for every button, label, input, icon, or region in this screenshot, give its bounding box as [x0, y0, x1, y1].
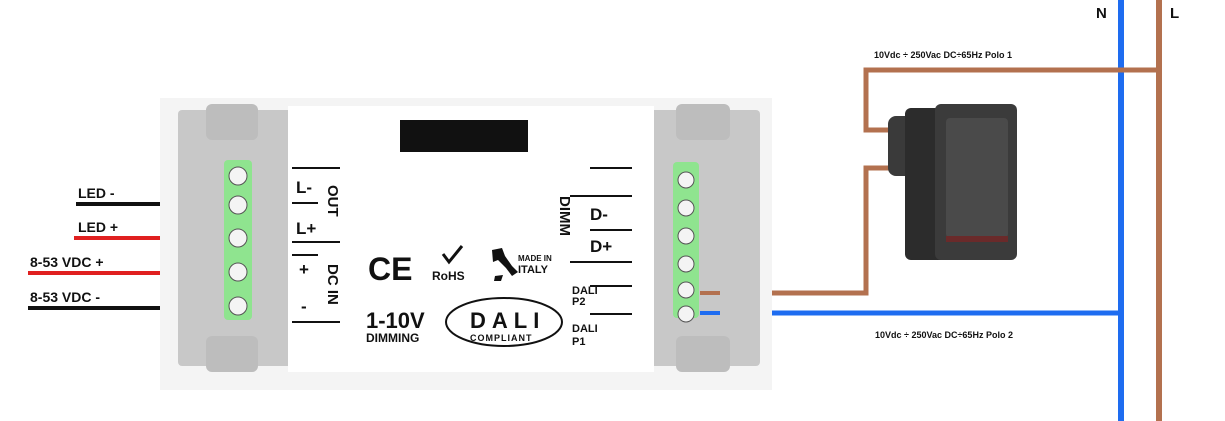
led-negative-label: LED -	[78, 185, 115, 201]
vdc-positive-wire	[28, 271, 206, 275]
led-positive-wire	[74, 236, 206, 240]
neutral-wire	[1118, 0, 1124, 421]
polo1-label: 10Vdc ÷ 250Vac DC÷65Hz Polo 1	[874, 50, 1012, 60]
italy-label: ITALY	[518, 264, 549, 276]
live-wire	[1156, 0, 1162, 421]
out-label: OUT	[324, 185, 341, 217]
neutral-label: N	[1096, 5, 1107, 22]
blue-terminal-stub	[700, 311, 720, 315]
led-negative-wire	[76, 202, 206, 206]
italy-map-icon	[492, 248, 518, 281]
dcin-label: DC IN	[324, 264, 341, 305]
live-label: L	[1170, 5, 1179, 22]
out-terminal-l-plus: L+	[296, 219, 316, 238]
dali-compliant: COMPLIANT	[470, 333, 533, 343]
rohs-check-icon	[441, 245, 464, 265]
dali-logo-badge	[445, 297, 563, 347]
dali-p2-line2: P2	[572, 296, 585, 308]
switch-return-wire	[718, 165, 905, 296]
dcin-terminal-plus: +	[299, 260, 309, 279]
right-marking-lines	[570, 167, 632, 315]
dali-p1-line1: DALI	[572, 323, 598, 335]
vdc-negative-wire	[28, 306, 206, 310]
dimm-label: DIMM	[556, 196, 573, 236]
dimm-terminal-d-plus: D+	[590, 237, 612, 256]
vdc-positive-label: 8-53 VDC +	[30, 254, 104, 270]
brown-terminal-stub	[700, 291, 720, 295]
dimming-title: 1-10V	[366, 308, 425, 333]
vdc-negative-label: 8-53 VDC -	[30, 289, 100, 305]
rohs-mark: RoHS	[432, 269, 465, 283]
polo2-label: 10Vdc ÷ 250Vac DC÷65Hz Polo 2	[875, 330, 1013, 340]
led-positive-label: LED +	[78, 219, 118, 235]
left-terminal-block	[224, 160, 252, 320]
dcin-terminal-minus: -	[301, 297, 307, 316]
dali-logo: DALI	[470, 308, 545, 333]
dali-p2-line1: DALI	[572, 285, 598, 297]
dimming-subtitle: DIMMING	[366, 331, 419, 345]
push-button-switch	[888, 104, 1017, 260]
right-terminal-block	[673, 162, 699, 323]
switch-feed-wire	[863, 67, 1159, 133]
left-marking-lines	[292, 167, 340, 323]
dali-p1-line2: P1	[572, 336, 585, 348]
ce-mark: CE	[368, 251, 412, 287]
out-terminal-l-minus: L-	[296, 178, 312, 197]
dimm-terminal-d-minus: D-	[590, 205, 608, 224]
made-in-label: MADE IN	[518, 254, 552, 263]
